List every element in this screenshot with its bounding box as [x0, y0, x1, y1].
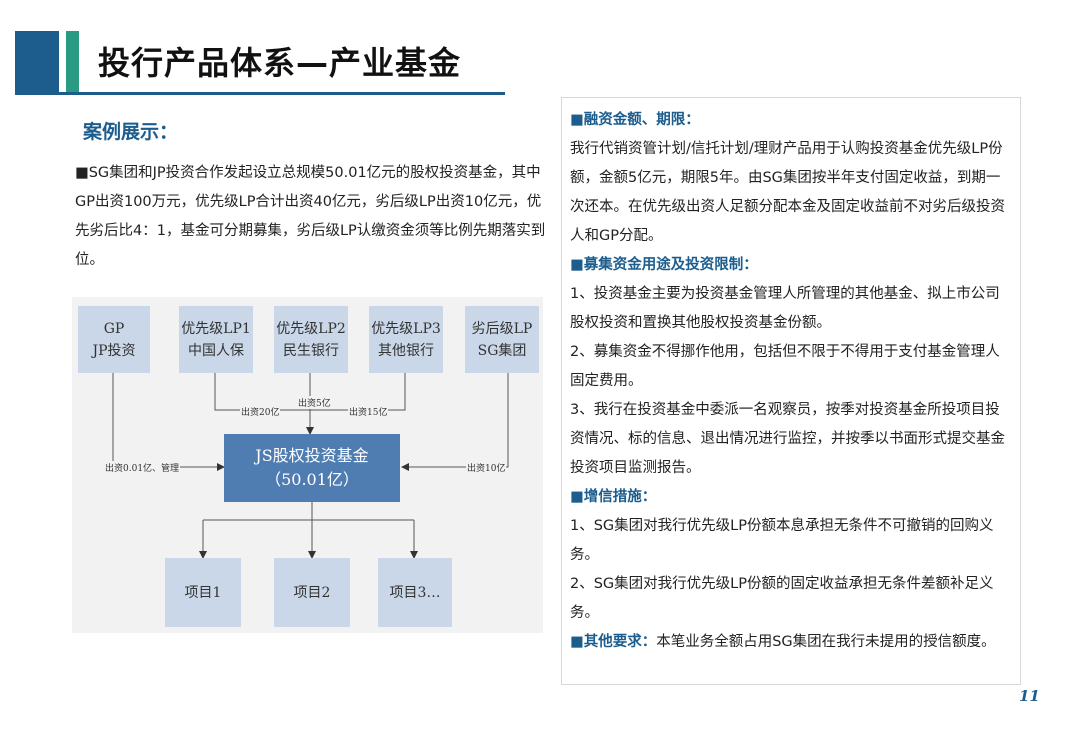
- project-label: 项目2: [293, 584, 331, 601]
- header-accent-bar: [15, 31, 59, 93]
- investor-line2: 民生银行: [283, 342, 339, 359]
- edge-label-lp2: 出资5亿: [297, 396, 332, 409]
- project-label: 项目1: [184, 584, 222, 601]
- other-requirements: ■其他要求：本笔业务全额占用SG集团在我行未提用的授信额度。: [570, 628, 1010, 657]
- details-panel: [561, 97, 1021, 685]
- usage-item-1: 1、投资基金主要为投资基金管理人所管理的其他基金、拟上市公司股权投资和置换其他股…: [570, 286, 1000, 331]
- investor-node-lp2: 优先级LP2 民生银行: [274, 306, 348, 373]
- header-accent-bar-teal: [66, 31, 79, 93]
- credit-item-2: 2、SG集团对我行优先级LP份额的固定收益承担无条件差额补足义务。: [570, 576, 994, 621]
- investor-line1: GP: [103, 320, 125, 337]
- edge-label-gp: 出资0.01亿、管理: [104, 461, 181, 474]
- investor-node-lp3: 优先级LP3 其他银行: [369, 306, 443, 373]
- investor-line2: 其他银行: [378, 342, 434, 359]
- investor-line1: 劣后级LP: [471, 320, 533, 337]
- header-underline: [15, 92, 505, 95]
- investor-line1: 优先级LP1: [181, 320, 251, 337]
- fund-name: JS股权投资基金: [255, 446, 369, 465]
- project-label: 项目3…: [389, 584, 441, 601]
- usage-item-3: 3、我行在投资基金中委派一名观察员，按季对投资基金所投项目投资情况、标的信息、退…: [570, 402, 1005, 476]
- case-description: ■SG集团和JP投资合作发起设立总规模50.01亿元的股权投资基金，其中GP出资…: [75, 165, 546, 268]
- other-text: 本笔业务全额占用SG集团在我行未提用的授信额度。: [656, 634, 996, 650]
- investor-line2: JP投资: [92, 342, 136, 359]
- financing-heading: ■融资金额、期限：: [570, 112, 700, 128]
- edge-label-sub-lp: 出资10亿: [466, 461, 507, 474]
- project-node-2: 项目2: [274, 558, 350, 627]
- fund-node: JS股权投资基金 （50.01亿）: [224, 434, 400, 502]
- project-node-1: 项目1: [165, 558, 241, 627]
- credit-item-1: 1、SG集团对我行优先级LP份额本息承担无条件不可撤销的回购义务。: [570, 518, 994, 563]
- credit-heading: ■增信措施：: [570, 489, 657, 505]
- fund-size: （50.01亿）: [265, 470, 359, 489]
- edge-label-lp1: 出资20亿: [240, 405, 281, 418]
- page-number: 11: [1019, 687, 1040, 705]
- case-heading: 案例展示：: [83, 121, 179, 143]
- other-heading: ■其他要求：: [570, 634, 657, 650]
- page-title: 投行产品体系—产业基金: [98, 44, 462, 82]
- investor-node-gp: GP JP投资: [78, 306, 150, 373]
- project-node-3: 项目3…: [378, 558, 452, 627]
- edge-label-lp3: 出资15亿: [348, 405, 389, 418]
- investor-line2: SG集团: [477, 342, 527, 359]
- investor-line2: 中国人保: [188, 342, 244, 359]
- financing-text: 我行代销资管计划/信托计划/理财产品用于认购投资基金优先级LP份额，金额5亿元，…: [570, 141, 1005, 244]
- investor-node-sub-lp: 劣后级LP SG集团: [465, 306, 539, 373]
- investor-line1: 优先级LP2: [276, 320, 346, 337]
- details-text: ■融资金额、期限： 我行代销资管计划/信托计划/理财产品用于认购投资基金优先级L…: [570, 106, 1010, 657]
- investor-line1: 优先级LP3: [371, 320, 441, 337]
- usage-heading: ■募集资金用途及投资限制：: [570, 257, 758, 273]
- investor-node-lp1: 优先级LP1 中国人保: [179, 306, 253, 373]
- usage-item-2: 2、募集资金不得挪作他用，包括但不限于不得用于支付基金管理人固定费用。: [570, 344, 1000, 389]
